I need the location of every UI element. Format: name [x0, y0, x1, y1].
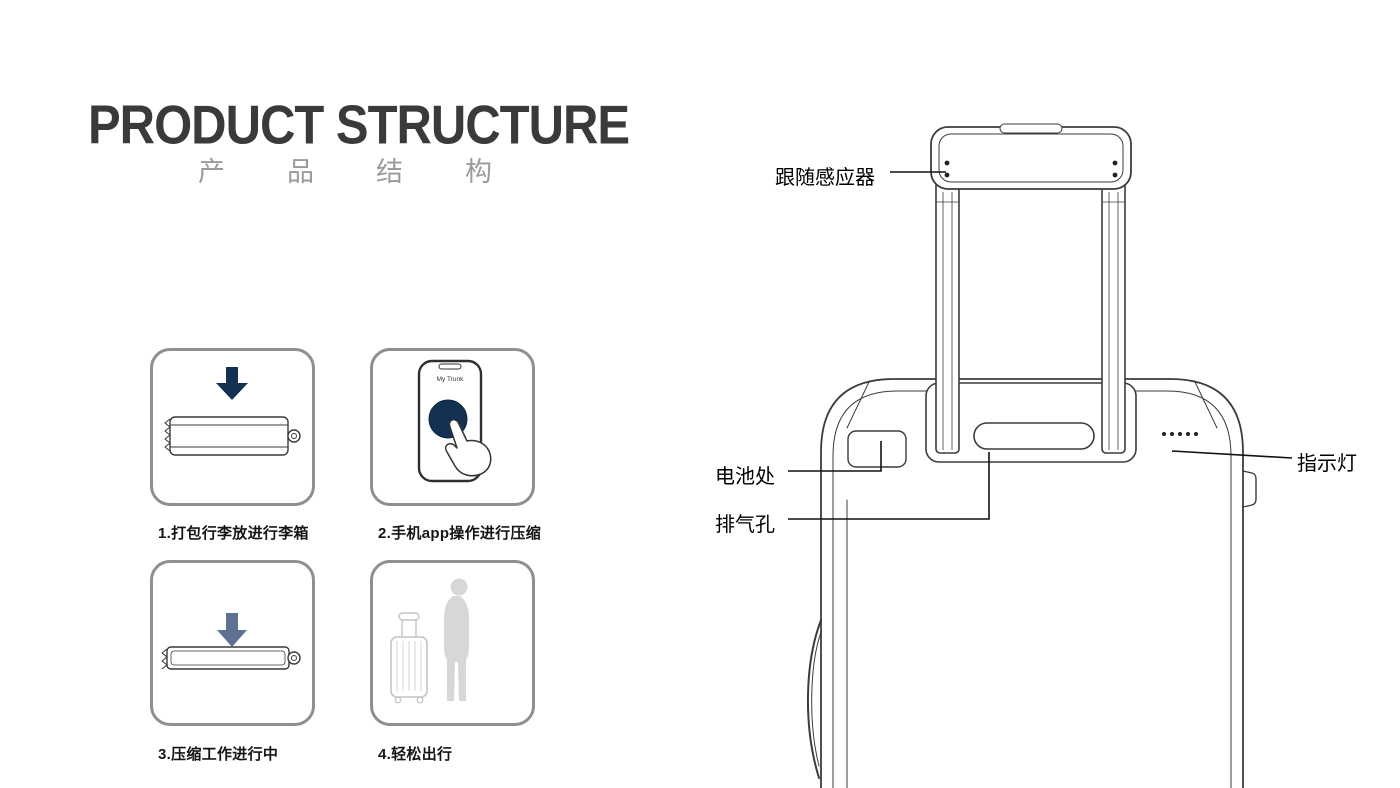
callout-follow-sensor: 跟随感应器	[775, 167, 875, 189]
phone-app-illustration: My Trunk	[417, 359, 492, 483]
small-suitcase-icon	[390, 612, 428, 704]
callout-lines	[788, 171, 1293, 520]
tapping-hand-icon	[444, 419, 492, 477]
step-caption-compressing: 3.压缩工作进行中	[158, 746, 279, 763]
side-handle-inner	[811, 631, 822, 767]
step-card-compressing	[150, 560, 315, 726]
indicator-lights	[1162, 432, 1198, 436]
step-caption-pack: 1.打包行李放进行李箱	[158, 525, 309, 542]
phone-screen-label: My Trunk	[437, 376, 464, 383]
callout-battery: 电池处	[715, 466, 775, 488]
battery-panel	[847, 430, 907, 468]
phone-notch	[438, 363, 462, 370]
callout-exhaust-vent: 排气孔	[715, 514, 775, 536]
easy-travel-illustration	[390, 578, 469, 704]
press-arrow-icon	[217, 613, 247, 647]
step-card-travel	[370, 560, 535, 726]
handle-crossbar	[930, 123, 1132, 190]
step-caption-travel: 4.轻松出行	[378, 746, 453, 763]
page-title: PRODUCT STRUCTURE	[88, 95, 630, 156]
pack-bag-illustration	[164, 367, 301, 456]
down-arrow-icon	[216, 367, 248, 400]
page-subtitle: 产品结构	[198, 157, 554, 187]
callout-indicator-light: 指示灯	[1297, 453, 1357, 475]
follow-sensor-dots	[944, 160, 1118, 178]
corner-seam-left	[846, 381, 870, 429]
telescopic-rails	[935, 149, 1126, 454]
compressing-bag-illustration	[161, 613, 301, 670]
person-silhouette	[444, 578, 469, 701]
leader-indicator	[1171, 450, 1293, 459]
grip-slot	[973, 422, 1095, 450]
leader-battery	[788, 441, 882, 472]
suitcase-body	[806, 378, 1257, 788]
corner-seam-right	[1194, 381, 1218, 429]
side-handle	[806, 619, 822, 779]
port-bump	[1242, 470, 1257, 508]
step-caption-app: 2.手机app操作进行压缩	[378, 525, 542, 542]
step-card-app: My Trunk	[370, 348, 535, 506]
leader-vent	[788, 452, 990, 520]
step-card-pack	[150, 348, 315, 506]
body-outline	[820, 378, 1244, 788]
